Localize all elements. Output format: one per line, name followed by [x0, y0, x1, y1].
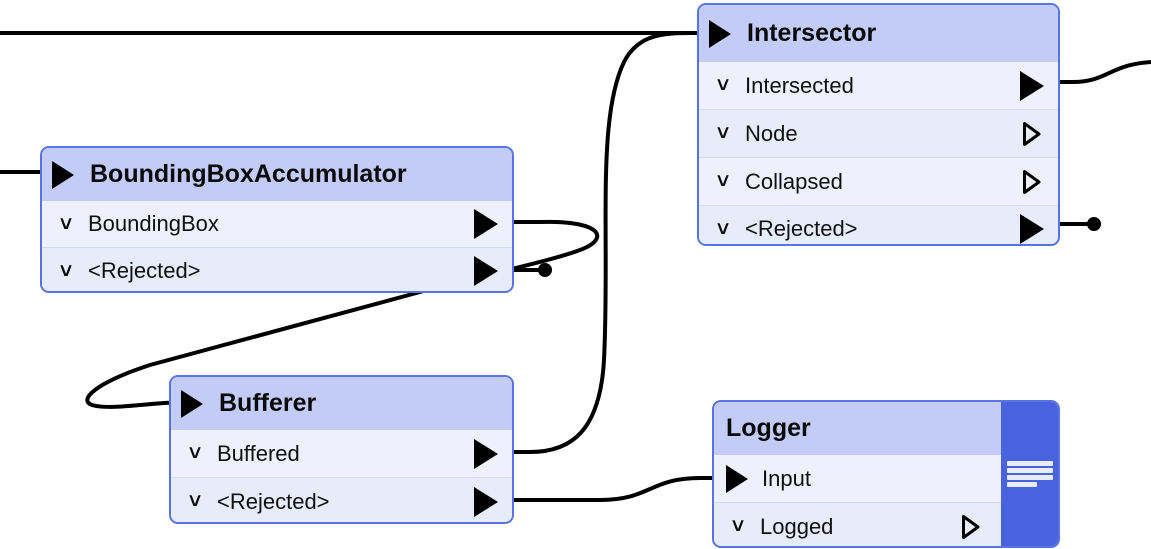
- port-label: <Rejected>: [217, 488, 330, 514]
- output-pin-hollow-icon[interactable]: [1022, 121, 1042, 147]
- node-title: Intersector: [747, 19, 877, 47]
- port-row-input[interactable]: Input: [714, 455, 1001, 502]
- output-pin-filled-icon[interactable]: [1020, 214, 1044, 244]
- logger-accent-panel: [1001, 402, 1058, 546]
- node-logger[interactable]: Logger Input ˅ Logged: [712, 400, 1060, 548]
- port-row-buffered[interactable]: ˅ Buffered: [171, 430, 512, 477]
- output-pin-filled-icon[interactable]: [474, 438, 498, 469]
- node-bufferer[interactable]: Bufferer ˅ Buffered ˅ <Rejected>: [169, 375, 514, 524]
- port-row-boundingbox[interactable]: ˅ BoundingBox: [42, 201, 512, 247]
- chevron-down-icon[interactable]: ˅: [188, 490, 202, 513]
- port-row-intersected[interactable]: ˅ Intersected: [699, 62, 1058, 109]
- chevron-down-icon[interactable]: ˅: [716, 74, 730, 97]
- input-arrow-icon[interactable]: [726, 464, 748, 493]
- port-row-collapsed[interactable]: ˅ Collapsed: [699, 157, 1058, 205]
- wire-buffered-to-intersector: [501, 30, 707, 454]
- node-header-bufferer[interactable]: Bufferer: [171, 377, 512, 430]
- chevron-down-icon[interactable]: ˅: [59, 259, 73, 283]
- output-pin-filled-icon[interactable]: [474, 486, 498, 517]
- output-pin-filled-icon[interactable]: [474, 209, 498, 239]
- port-row-logged[interactable]: ˅ Logged: [714, 502, 1001, 546]
- output-pin-hollow-icon[interactable]: [1022, 169, 1042, 195]
- input-arrow-icon[interactable]: [52, 160, 74, 189]
- chevron-down-icon[interactable]: ˅: [716, 122, 730, 145]
- node-body-bounding-box-accumulator: ˅ BoundingBox ˅ <Rejected>: [42, 201, 512, 291]
- chevron-down-icon[interactable]: ˅: [188, 442, 202, 465]
- node-body-intersector: ˅ Intersected ˅ Node ˅ Collapsed: [699, 62, 1058, 244]
- port-label: Node: [745, 120, 798, 146]
- chevron-down-icon[interactable]: ˅: [716, 217, 730, 241]
- node-body-logger: Input ˅ Logged: [714, 455, 1001, 546]
- port-label: Intersected: [745, 72, 854, 98]
- chevron-down-icon[interactable]: ˅: [731, 515, 745, 538]
- log-lines-icon: [1006, 459, 1053, 489]
- chevron-down-icon[interactable]: ˅: [716, 170, 730, 193]
- port-row-rejected[interactable]: ˅ <Rejected>: [699, 205, 1058, 244]
- port-row-node[interactable]: ˅ Node: [699, 109, 1058, 157]
- port-row-rejected[interactable]: ˅ <Rejected>: [42, 247, 512, 291]
- node-title: Bufferer: [219, 389, 317, 417]
- node-intersector[interactable]: Intersector ˅ Intersected ˅ Node ˅ Colla…: [697, 3, 1060, 246]
- logger-main-column: Logger Input ˅ Logged: [714, 402, 1001, 546]
- port-label: Buffered: [217, 440, 300, 466]
- node-bounding-box-accumulator[interactable]: BoundingBoxAccumulator ˅ BoundingBox ˅ <…: [40, 146, 514, 293]
- output-pin-filled-icon[interactable]: [1020, 70, 1044, 101]
- port-label: <Rejected>: [88, 258, 201, 283]
- node-title: Logger: [726, 414, 811, 442]
- wire-bufferer-rejected-to-logger: [501, 476, 726, 502]
- port-row-rejected[interactable]: ˅ <Rejected>: [171, 477, 512, 522]
- terminator-dot-intersector: [1087, 217, 1101, 231]
- output-pin-filled-icon[interactable]: [474, 256, 498, 286]
- input-arrow-icon[interactable]: [181, 389, 203, 418]
- chevron-down-icon[interactable]: ˅: [59, 212, 73, 236]
- node-header-bounding-box-accumulator[interactable]: BoundingBoxAccumulator: [42, 148, 512, 201]
- port-label: BoundingBox: [88, 211, 219, 236]
- port-label: Input: [762, 465, 811, 491]
- port-label: Collapsed: [745, 168, 843, 194]
- node-header-intersector[interactable]: Intersector: [699, 5, 1058, 62]
- port-label: Logged: [760, 513, 834, 539]
- port-label: <Rejected>: [745, 216, 858, 241]
- node-body-bufferer: ˅ Buffered ˅ <Rejected>: [171, 430, 512, 522]
- wire-intersected-out: [1046, 60, 1151, 84]
- input-arrow-icon[interactable]: [709, 19, 731, 48]
- output-pin-hollow-icon[interactable]: [961, 514, 981, 540]
- node-header-logger[interactable]: Logger: [714, 402, 1001, 455]
- terminator-dot-bbaccum: [538, 263, 552, 277]
- node-title: BoundingBoxAccumulator: [90, 160, 407, 188]
